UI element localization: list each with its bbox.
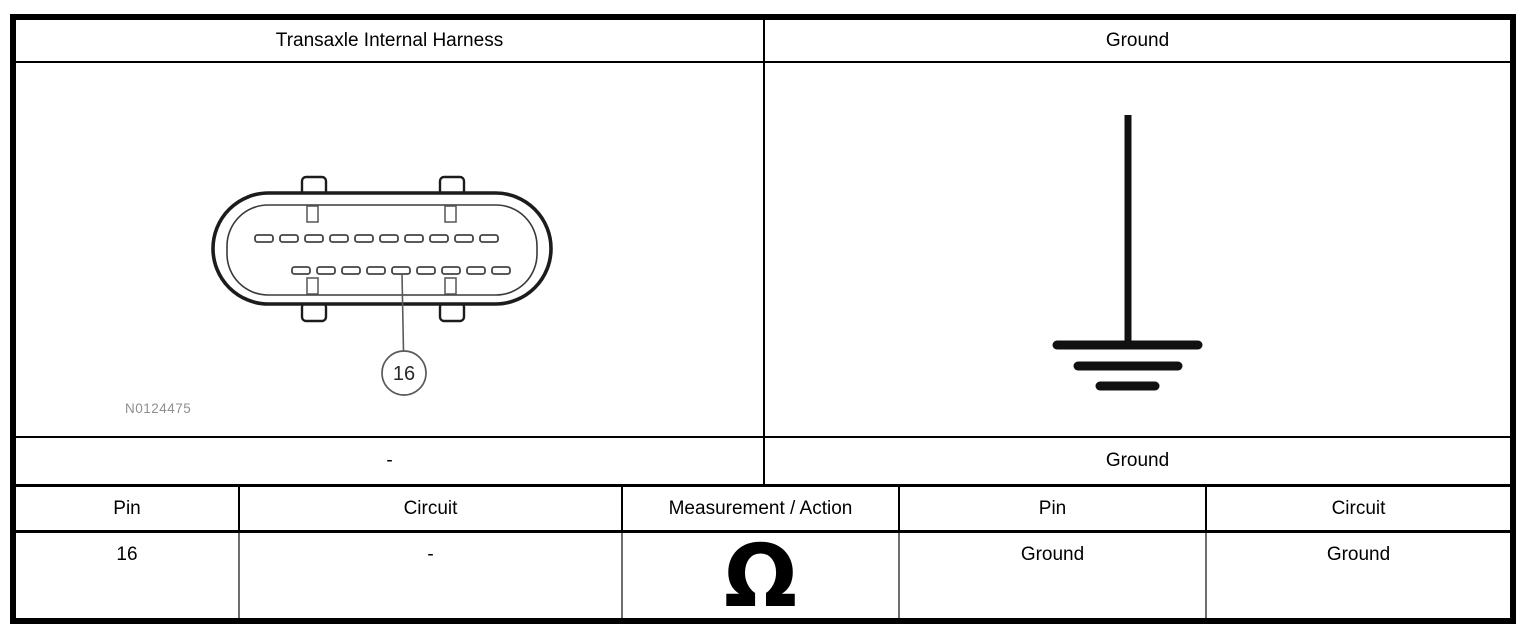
column-header-label: Circuit: [1331, 497, 1386, 519]
column-header-measurement: Measurement / Action: [623, 487, 900, 533]
callout-leader-line: [401, 273, 405, 352]
connector-key-notch: [306, 277, 319, 295]
pin-slot: [341, 266, 361, 275]
pin-slot: [416, 266, 436, 275]
pin-left-value-cell: 16: [16, 533, 240, 618]
column-header-circuit-right: Circuit: [1207, 487, 1510, 533]
column-header-pin-right: Pin: [900, 487, 1207, 533]
connector-sublabel-cell: -: [16, 438, 765, 487]
ground-sublabel-cell: Ground: [765, 438, 1510, 487]
ground-title: Ground: [1105, 29, 1170, 51]
column-header-label: Measurement / Action: [668, 497, 853, 519]
pin-right-value: Ground: [1020, 544, 1085, 565]
ground-diagram-cell: [765, 63, 1510, 438]
measurement-value-cell: Ω: [623, 527, 900, 627]
connector-inner-shell: [226, 204, 538, 296]
pin-slot: [491, 266, 511, 275]
column-header-pin-left: Pin: [16, 487, 240, 533]
sublabel-row: - Ground: [16, 438, 1510, 487]
pin-right-value-cell: Ground: [900, 533, 1207, 618]
wiring-test-table: Transaxle Internal Harness Ground: [10, 14, 1516, 624]
pin-slot: [291, 266, 311, 275]
ohm-symbol: Ω: [723, 527, 798, 627]
connector-outer-shell: [211, 191, 553, 306]
connector-key-notch: [444, 205, 457, 223]
measurement-data-row: 16 - Ω Ground Ground: [16, 527, 1510, 627]
connector-diagram-cell: 16 N0124475: [16, 63, 765, 438]
pin-slot: [404, 234, 424, 243]
pin-slot: [304, 234, 324, 243]
figure-number-label: N0124475: [125, 401, 191, 416]
connector-key-notch: [306, 205, 319, 223]
pin-16-callout-label: 16: [393, 363, 415, 385]
pin-slot: [329, 234, 349, 243]
circuit-left-value: -: [427, 544, 434, 565]
column-header-row: Pin Circuit Measurement / Action Pin Cir…: [16, 487, 1510, 533]
pin-slot: [454, 234, 474, 243]
pin-slot: [254, 234, 274, 243]
pin-left-value: 16: [116, 544, 138, 565]
circuit-right-value: Ground: [1326, 544, 1391, 565]
pin-16-callout: [381, 350, 427, 396]
connector-sublabel: -: [386, 450, 393, 471]
pin-slot: [466, 266, 486, 275]
diagram-row: 16 N0124475: [16, 63, 1510, 438]
pin-slot: [429, 234, 449, 243]
column-header-circuit-left: Circuit: [240, 487, 623, 533]
column-header-label: Pin: [1038, 497, 1067, 519]
transaxle-connector-diagram-icon: 16 N0124475: [125, 175, 553, 416]
pin-slot-16: [391, 266, 411, 275]
ground-title-cell: Ground: [765, 20, 1510, 63]
circuit-left-value-cell: -: [240, 533, 623, 618]
pin-slot: [366, 266, 386, 275]
ground-symbol-icon: [1052, 115, 1203, 391]
ground-sublabel: Ground: [1105, 450, 1170, 471]
connector-key-notch: [444, 277, 457, 295]
pin-slot: [316, 266, 336, 275]
column-header-label: Pin: [113, 497, 141, 519]
pin-slot: [379, 234, 399, 243]
circuit-right-value-cell: Ground: [1207, 533, 1510, 618]
column-header-label: Circuit: [403, 497, 458, 519]
pin-slot: [479, 234, 499, 243]
pin-slot: [354, 234, 374, 243]
harness-title: Transaxle Internal Harness: [275, 29, 504, 51]
harness-title-cell: Transaxle Internal Harness: [16, 20, 765, 63]
pin-slot: [279, 234, 299, 243]
panel-title-row: Transaxle Internal Harness Ground: [16, 20, 1510, 63]
pin-slot: [441, 266, 461, 275]
